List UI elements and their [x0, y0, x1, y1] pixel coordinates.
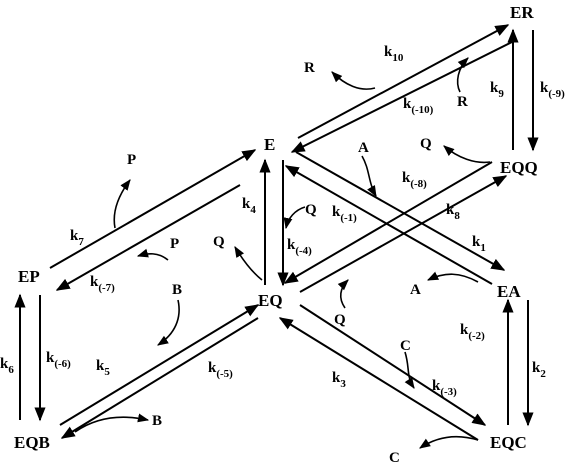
rate-k4: k4	[242, 196, 256, 216]
species-a-release: A	[410, 282, 421, 298]
rate-k-1: k(-1)	[332, 204, 357, 224]
curve-q-binding-e	[283, 206, 306, 230]
rate-k-9: k(-9)	[540, 80, 565, 100]
curve-b-release	[74, 413, 150, 433]
curve-q-release-eqq	[443, 145, 491, 164]
reaction-arrows	[14, 24, 539, 441]
arrow-eq-to-eqb	[60, 317, 259, 439]
curve-q-release-eq	[234, 246, 263, 281]
arrow-ep-to-e	[49, 149, 257, 269]
rate-k5: k5	[96, 358, 110, 378]
arrow-e-to-er	[297, 24, 510, 139]
species-r-release: R	[304, 60, 315, 76]
node-eqq: EQQ	[500, 158, 538, 177]
node-er: ER	[510, 3, 534, 22]
rate-k-10: k(-10)	[403, 96, 434, 116]
curve-p-binding	[136, 248, 169, 261]
curve-q-binding-bottom	[337, 279, 349, 309]
arrow-eqc-to-eq	[278, 317, 479, 441]
species-r-binding: R	[457, 94, 468, 110]
species-arrows	[74, 57, 491, 449]
rate-k9: k9	[490, 80, 504, 100]
node-eqc: EQC	[490, 433, 527, 452]
node-eq: EQ	[258, 291, 283, 310]
node-ea: EA	[497, 282, 521, 301]
arrow-eq-to-eqc	[299, 304, 487, 426]
species-b-release: B	[152, 413, 162, 429]
species-q-eqq: Q	[420, 136, 432, 152]
node-ep: EP	[18, 267, 40, 286]
rate-k-6: k(-6)	[46, 350, 71, 370]
curve-a-release	[426, 271, 479, 283]
arrow-ea-to-e	[284, 165, 493, 285]
curve-c-binding	[404, 351, 415, 389]
species-c-binding: C	[400, 338, 411, 354]
species-q-release-eq: Q	[213, 234, 225, 250]
rate-k7: k7	[70, 228, 84, 248]
node-e: E	[264, 135, 275, 154]
rate-k-8: k(-8)	[402, 170, 427, 190]
arrow-eqb-to-eq	[59, 304, 260, 426]
rate-k1: k1	[472, 234, 486, 254]
curve-r-binding	[456, 57, 469, 93]
rate-k6: k6	[0, 356, 14, 376]
rate-k-7: k(-7)	[90, 274, 115, 294]
rate-k-4: k(-4)	[287, 237, 312, 257]
rate-k-2: k(-2)	[460, 322, 485, 342]
node-eqb: EQB	[14, 433, 50, 452]
species-c-release: C	[389, 450, 400, 466]
rate-k8: k8	[446, 202, 460, 222]
curve-a-binding-top	[361, 155, 377, 197]
species-q-bottom: Q	[334, 312, 346, 328]
curve-c-release	[419, 435, 479, 449]
rate-k-5: k(-5)	[208, 360, 233, 380]
curve-r-release	[331, 71, 376, 90]
species-q-binding-e: Q	[305, 202, 317, 218]
species-a-top: A	[358, 140, 369, 156]
species-p-release: P	[127, 152, 136, 168]
rate-k-3: k(-3)	[432, 378, 457, 398]
curve-p-release	[113, 179, 131, 229]
curve-b-binding	[157, 299, 180, 346]
arrow-eqq-to-eq	[283, 161, 493, 284]
arrow-e-to-ep	[55, 184, 241, 291]
arrow-er-to-e	[290, 41, 513, 153]
arrow-e-to-ea	[295, 151, 506, 271]
rate-k10: k10	[384, 44, 404, 64]
species-p-binding: P	[170, 236, 179, 252]
rate-k2: k2	[532, 360, 546, 380]
species-b-binding: B	[172, 282, 182, 298]
rate-k3: k3	[332, 370, 346, 390]
